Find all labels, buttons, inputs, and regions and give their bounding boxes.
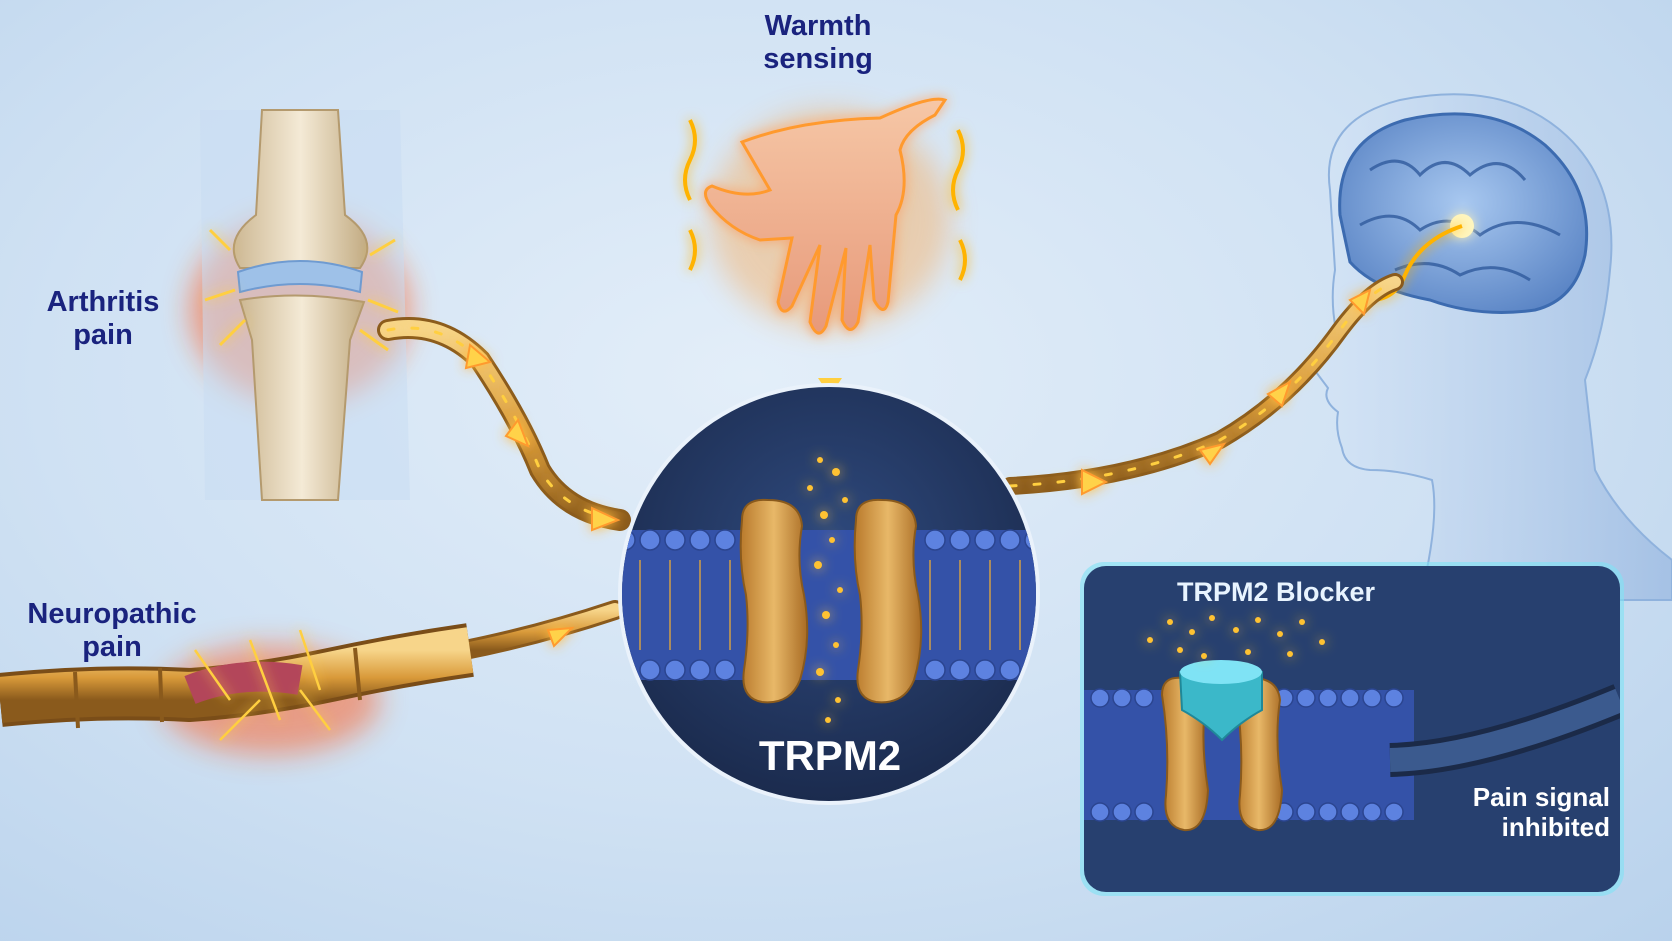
trpm2-channel-label: TRPM2 bbox=[758, 732, 902, 779]
neuropathic-label-line-2: pain bbox=[82, 631, 142, 663]
warmth-label-line-2: sensing bbox=[763, 43, 873, 75]
pain-signal-inhibited-label: Pain signal inhibited bbox=[1400, 782, 1610, 842]
arthritis-label-line-2: pain bbox=[73, 319, 133, 351]
brain-head-illustration bbox=[1314, 93, 1672, 601]
hand-illustration bbox=[683, 97, 967, 396]
blocker-molecule-illustration bbox=[1178, 660, 1263, 742]
knee-joint-illustration bbox=[190, 109, 410, 501]
inhibited-label-line-2: inhibited bbox=[1501, 812, 1610, 842]
warmth-label-line-1: Warmth bbox=[764, 10, 872, 42]
neuropathic-pain-label: Neuropathic pain bbox=[22, 598, 202, 664]
arthritis-label-line-1: Arthritis bbox=[46, 286, 160, 318]
warmth-sensing-label: Warmth sensing bbox=[718, 10, 918, 76]
arthritis-pain-label: Arthritis pain bbox=[18, 286, 188, 352]
nerve-fiber-illustration bbox=[0, 623, 474, 755]
trpm2-blocker-label: TRPM2 Blocker bbox=[1176, 577, 1376, 607]
channel-circle bbox=[618, 383, 1040, 805]
blocker-inset bbox=[1080, 562, 1624, 896]
neuropathic-label-line-1: Neuropathic bbox=[27, 598, 197, 630]
inhibited-label-line-1: Pain signal bbox=[1472, 782, 1610, 812]
signal-arrows bbox=[464, 288, 1372, 648]
